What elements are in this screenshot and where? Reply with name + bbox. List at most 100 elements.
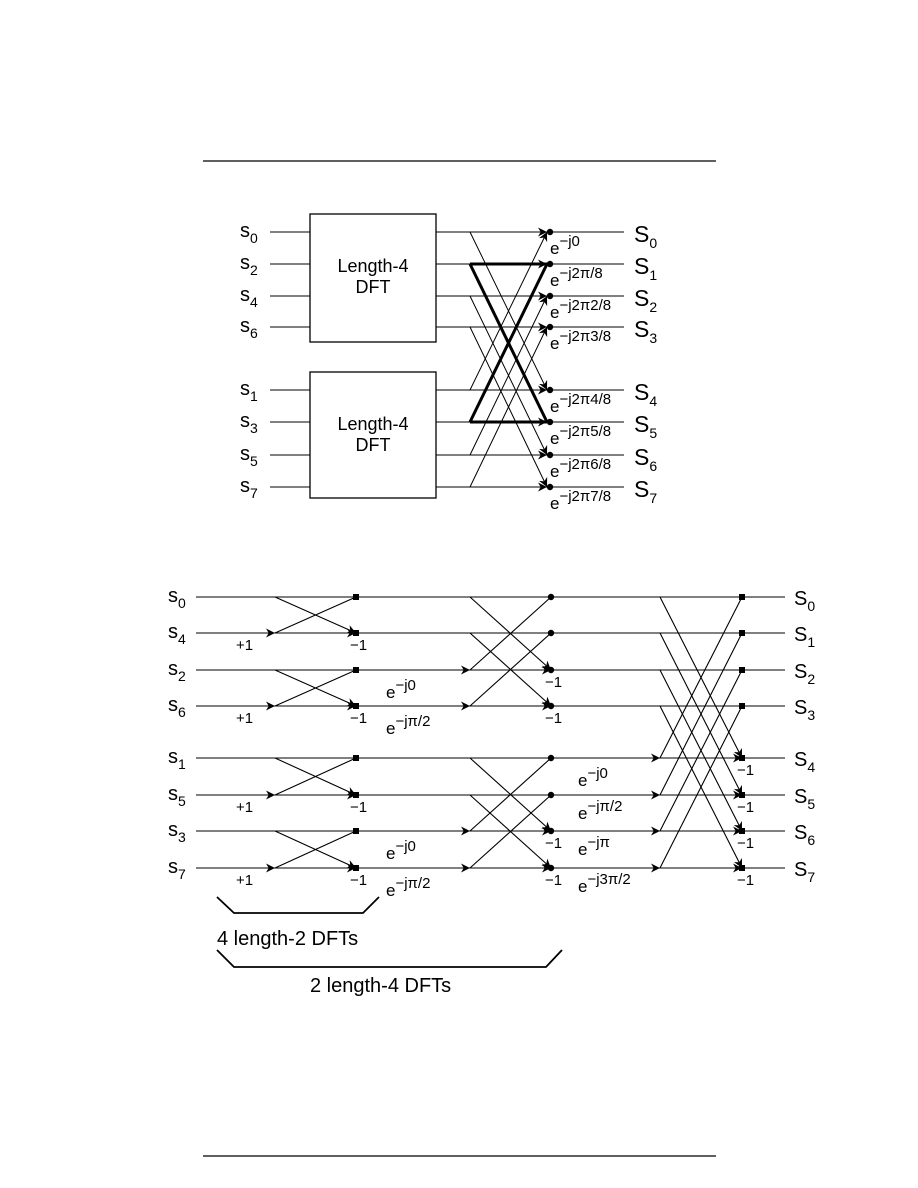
twiddle-label: e−j2π3/8: [550, 328, 611, 353]
input-label: s2: [240, 252, 258, 278]
d2-stage3-node: [739, 828, 745, 834]
input-label: s6: [168, 694, 186, 720]
d2-stage3-node: [739, 667, 745, 673]
input-label: s1: [168, 746, 186, 772]
d2-stage1-node: [353, 865, 359, 871]
minus-one-label: −1: [350, 872, 367, 889]
d2-stage2-cross: [469, 596, 552, 671]
input-label: s7: [168, 856, 186, 882]
minus-one-label: −1: [350, 637, 367, 654]
d2-stage3-node: [739, 630, 745, 636]
input-label: s1: [240, 378, 258, 404]
twiddle-label: e−j2π4/8: [550, 391, 611, 416]
plus-one-label: +1: [236, 872, 253, 889]
d1-cross-path: [468, 263, 549, 423]
twiddle-label: e−j0: [550, 233, 580, 258]
input-label: s0: [168, 585, 186, 611]
input-label: s3: [168, 819, 186, 845]
output-label: S2: [634, 285, 657, 315]
plus-one-label: +1: [236, 799, 253, 816]
minus-one-label: −1: [350, 710, 367, 727]
d1-sum-node: [546, 228, 554, 236]
minus-one-label: −1: [545, 674, 562, 691]
brace-length-2-label: 4 length-2 DFTs: [217, 928, 358, 950]
output-label: S1: [634, 253, 657, 283]
d2-stage3-node: [739, 792, 745, 798]
input-label: s4: [240, 284, 258, 310]
d2-stage1-node: [353, 755, 359, 761]
d2-stage3-node: [739, 594, 745, 600]
d2-stage3-node: [739, 703, 745, 709]
decimation-in-time-block-diagram: Length-4 DFT Length-4 DFT s0s2s4s6s1s3s5…: [240, 213, 657, 513]
d1-cross-path: [469, 326, 548, 488]
output-label: S6: [634, 444, 657, 474]
d2-stage1-node: [353, 594, 359, 600]
minus-one-label: −1: [737, 835, 754, 852]
dft-box-bottom: [309, 371, 437, 499]
minus-one-label: −1: [350, 799, 367, 816]
brace-length-2: [216, 896, 380, 914]
dft-box-bottom-label-1: Length-4: [337, 414, 408, 434]
d2-stage2-node: [547, 629, 555, 637]
d2-stage3-node: [739, 865, 745, 871]
d2-stage1-cross: [274, 830, 357, 869]
plus-one-label: +1: [236, 710, 253, 727]
d2-stage1-node: [353, 630, 359, 636]
output-label: S5: [634, 411, 657, 441]
minus-one-label: −1: [545, 872, 562, 889]
d2-stage1-node: [353, 703, 359, 709]
input-label: s4: [168, 621, 186, 647]
output-label: S6: [794, 822, 815, 848]
twiddle-label: e−jπ: [578, 834, 610, 859]
d2-stage2-node: [547, 593, 555, 601]
output-label: S4: [634, 379, 657, 409]
brace-length-4-label: 2 length-4 DFTs: [310, 975, 451, 997]
d2-stage2-node: [547, 791, 555, 799]
output-label: S1: [794, 624, 815, 650]
d1-sum-node: [546, 483, 554, 491]
twiddle-label: e−jπ/2: [578, 798, 622, 823]
input-label: s0: [240, 220, 258, 246]
brace-length-4: [216, 949, 563, 968]
d2-stage1-cross: [274, 596, 357, 634]
d2-stage1-cross: [274, 669, 357, 707]
twiddle-label: e−j2π7/8: [550, 488, 611, 513]
dft-box-bottom-label-2: DFT: [356, 435, 391, 455]
d2-stage3-cross: [659, 596, 743, 759]
input-label: s5: [168, 783, 186, 809]
minus-one-label: −1: [737, 762, 754, 779]
d2-stage3-cross: [659, 669, 743, 832]
input-label: s5: [240, 443, 258, 469]
output-label: S3: [794, 697, 815, 723]
twiddle-label: e−j2π5/8: [550, 423, 611, 448]
d2-stage2-cross: [469, 794, 552, 869]
d2-stage2-cross: [469, 757, 552, 832]
twiddle-label: e−jπ/2: [386, 875, 430, 900]
plus-one-label: +1: [236, 637, 253, 654]
twiddle-label: e−j2π/8: [550, 265, 603, 290]
twiddle-label: e−j3π/2: [578, 871, 631, 896]
d1-sum-node: [546, 323, 554, 331]
d2-stage3-node: [739, 755, 745, 761]
d2-twiddle-labels: e−j0e−jπ/2e−j0e−jπ/2e−j0e−jπ/2e−jπe−j3π/…: [386, 677, 631, 900]
output-label: S5: [794, 786, 815, 812]
twiddle-label: e−j2π6/8: [550, 456, 611, 481]
minus-one-label: −1: [737, 872, 754, 889]
input-label: s2: [168, 658, 186, 684]
d2-stage3-cross: [659, 632, 743, 796]
minus-one-label: −1: [545, 835, 562, 852]
output-label: S2: [794, 661, 815, 687]
d1-cross-path: [469, 231, 548, 391]
input-label: s6: [240, 315, 258, 341]
twiddle-label: e−j0: [386, 677, 416, 702]
d1-sum-node: [546, 451, 554, 459]
d2-stage1-cross: [274, 757, 357, 796]
d1-sum-node: [546, 260, 554, 268]
output-label: S0: [634, 221, 657, 251]
dft-box-top: [309, 213, 437, 343]
